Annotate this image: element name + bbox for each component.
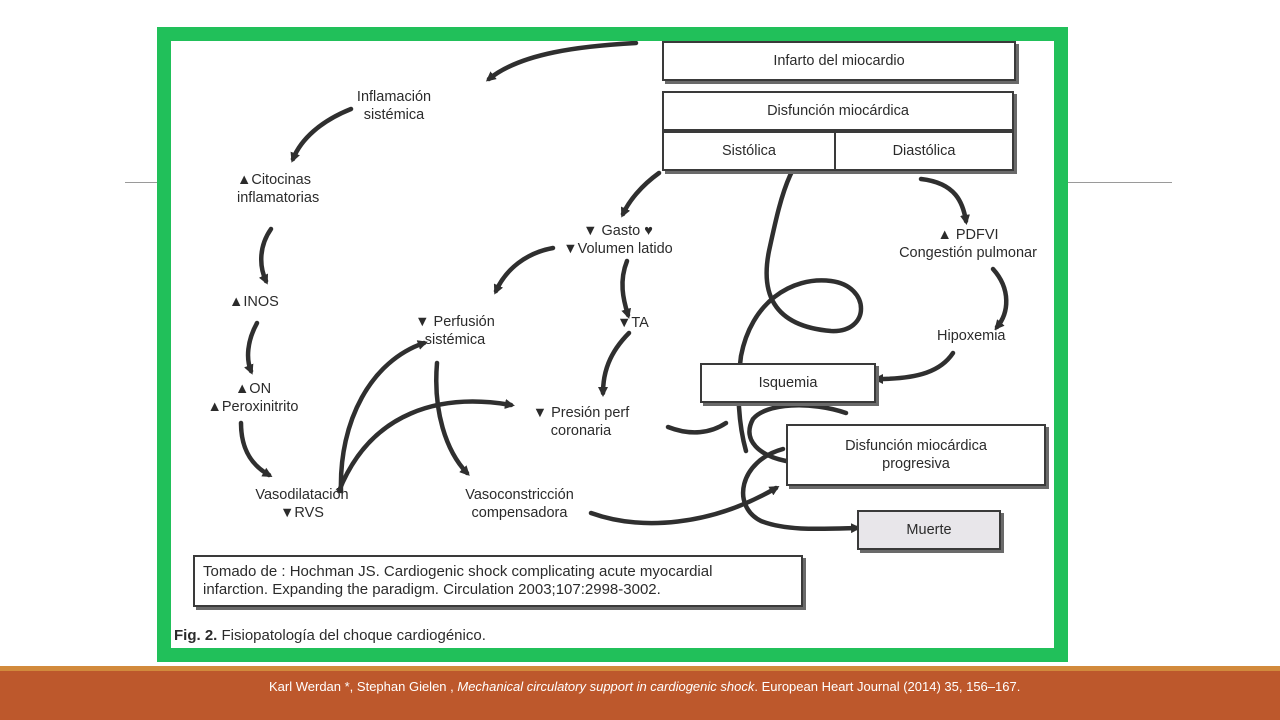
- arrow-disfuncion-progresiva-to-muerte: [740, 446, 861, 534]
- box-disfuncion-progresiva: Disfunción miocárdica progresiva: [786, 424, 1046, 486]
- box-disfuncion-miocardica: Disfunción miocárdica: [662, 91, 1014, 131]
- node-inos-label: ▲INOS: [229, 294, 279, 310]
- loop-sistolica-to-isquemia: [736, 134, 864, 454]
- node-citocinas-line1: ▲Citocinas: [237, 172, 311, 188]
- node-inflamacion-line1: Inflamación: [356, 89, 432, 105]
- arrow-hipoxemia-to-isquemia: [873, 350, 956, 384]
- node-congestion-label: Congestión pulmonar: [899, 245, 1037, 261]
- figure-caption: Fig. 2. Fisiopatología del choque cardio…: [174, 627, 486, 644]
- box-diastolica: Diastólica: [834, 131, 1014, 171]
- node-hipoxemia: Hipoxemia: [937, 327, 1006, 345]
- box-muerte: Muerte: [857, 510, 1001, 550]
- divider-line-left: [125, 182, 157, 183]
- figure-panel: Infarto del miocardio Disfunción miocárd…: [171, 41, 1054, 648]
- arrow-citocinas-to-inos: [258, 226, 274, 285]
- box-sistolica-label: Sistólica: [722, 143, 776, 159]
- reference-line2: infarction. Expanding the paradigm. Circ…: [203, 581, 661, 598]
- node-pdfvi-label: ▲ PDFVI: [937, 227, 999, 243]
- footer-accent-line: [0, 666, 1280, 671]
- node-perfusion-line1: ▼ Perfusión: [415, 314, 495, 330]
- divider-line-right: [1068, 182, 1172, 183]
- node-presion-line1: ▼ Presión perf: [532, 405, 630, 421]
- figure-caption-label: Fig. 2.: [174, 627, 218, 644]
- arrow-perfusion-to-vasoconstriccion: [434, 360, 470, 476]
- node-vasodilatacion-line1: Vasodilatación: [255, 487, 349, 503]
- node-presion-line2: coronaria: [550, 423, 612, 439]
- figure-caption-text: Fisiopatología del choque cardiogénico.: [217, 627, 486, 644]
- node-perfusion-line2: sistémica: [424, 332, 486, 348]
- node-peroxinitrito-label: ▲Peroxinitrito: [207, 399, 299, 415]
- arrow-inflamacion-to-citocinas: [290, 106, 354, 163]
- arrow-ta-to-presion: [598, 330, 632, 397]
- node-gasto-volumen: ▼ Gasto ♥ ▼Volumen latido: [543, 222, 693, 258]
- arrow-peroxinitrito-to-vasodilatacion: [238, 420, 273, 478]
- footer-citation: Karl Werdan *, Stephan Gielen , Mechanic…: [269, 679, 1020, 694]
- node-on-peroxinitrito: ▲ON ▲Peroxinitrito: [193, 380, 313, 416]
- arrow-presion-to-isquemia: [665, 420, 729, 435]
- node-citocinas-line2: inflamatorias: [237, 190, 320, 206]
- footer-bar: [0, 666, 1280, 720]
- node-pdfvi-congestion: ▲ PDFVI Congestión pulmonar: [878, 226, 1054, 262]
- citation-authors: Karl Werdan *, Stephan Gielen ,: [269, 679, 458, 694]
- node-volumen-label: ▼Volumen latido: [563, 241, 673, 257]
- arrow-volumen-to-ta: [620, 258, 631, 319]
- node-presion-perfusion-coronaria: ▼ Presión perf coronaria: [516, 404, 646, 440]
- arrow-volumen-to-perfusion: [493, 245, 556, 295]
- reference-box: Tomado de : Hochman JS. Cardiogenic shoc…: [193, 555, 803, 607]
- arrow-vasodilatacion-to-presion: [336, 399, 515, 494]
- arrow-vasoconstriccion-to-disfuncion-progresiva: [588, 485, 780, 526]
- arrow-congestion-to-hipoxemia: [990, 266, 1009, 331]
- node-on-label: ▲ON: [234, 381, 272, 397]
- box-disfuncion-progresiva-line1: Disfunción miocárdica: [845, 438, 987, 454]
- node-inflamacion-sistemica: Inflamación sistémica: [339, 88, 449, 124]
- arrow-vasodilatacion-to-perfusion: [338, 340, 428, 494]
- arrow-sistolica-to-gasto: [620, 170, 662, 218]
- box-isquemia-label: Isquemia: [758, 375, 818, 391]
- flow-arrows: [238, 41, 1009, 534]
- node-inflamacion-line2: sistémica: [363, 107, 425, 123]
- arrow-diastolica-to-pdfvi: [918, 176, 970, 225]
- loop-isquemia-to-disfuncion-progresiva: [747, 403, 849, 464]
- box-diastolica-label: Diastólica: [892, 143, 956, 159]
- node-ta: ▼TA: [617, 314, 649, 332]
- box-isquemia: Isquemia: [700, 363, 876, 403]
- box-infarto-del-miocardio: Infarto del miocardio: [662, 41, 1016, 81]
- node-vasoconstriccion-line1: Vasoconstricción: [465, 487, 574, 503]
- node-inos: ▲INOS: [229, 293, 279, 311]
- node-perfusion-sistemica: ▼ Perfusión sistémica: [400, 313, 510, 349]
- figure-frame: Infarto del miocardio Disfunción miocárd…: [157, 27, 1068, 662]
- box-disfuncion-progresiva-line2: progresiva: [882, 456, 950, 472]
- node-vasodilatacion: Vasodilatación ▼RVS: [237, 486, 367, 522]
- box-muerte-label: Muerte: [906, 522, 952, 538]
- node-ta-label: ▼TA: [617, 315, 649, 331]
- box-disfuncion-label: Disfunción miocárdica: [767, 103, 909, 119]
- arrow-infarto-to-inflamacion: [485, 41, 639, 82]
- box-infarto-label: Infarto del miocardio: [773, 53, 905, 69]
- node-vasodilatacion-line2: ▼RVS: [280, 505, 324, 521]
- node-vasoconstriccion: Vasoconstricción compensadora: [447, 486, 592, 522]
- citation-journal: . European Heart Journal (2014) 35, 156–…: [754, 679, 1021, 694]
- node-citocinas: ▲Citocinas inflamatorias: [237, 171, 319, 207]
- node-gasto-label: ▼ Gasto ♥: [583, 223, 653, 239]
- box-sistolica: Sistólica: [662, 131, 836, 171]
- node-hipoxemia-label: Hipoxemia: [937, 328, 1006, 344]
- arrow-inos-to-on: [244, 320, 260, 375]
- citation-title: Mechanical circulatory support in cardio…: [457, 679, 755, 694]
- node-vasoconstriccion-line2: compensadora: [471, 505, 568, 521]
- reference-line1: Tomado de : Hochman JS. Cardiogenic shoc…: [203, 563, 713, 580]
